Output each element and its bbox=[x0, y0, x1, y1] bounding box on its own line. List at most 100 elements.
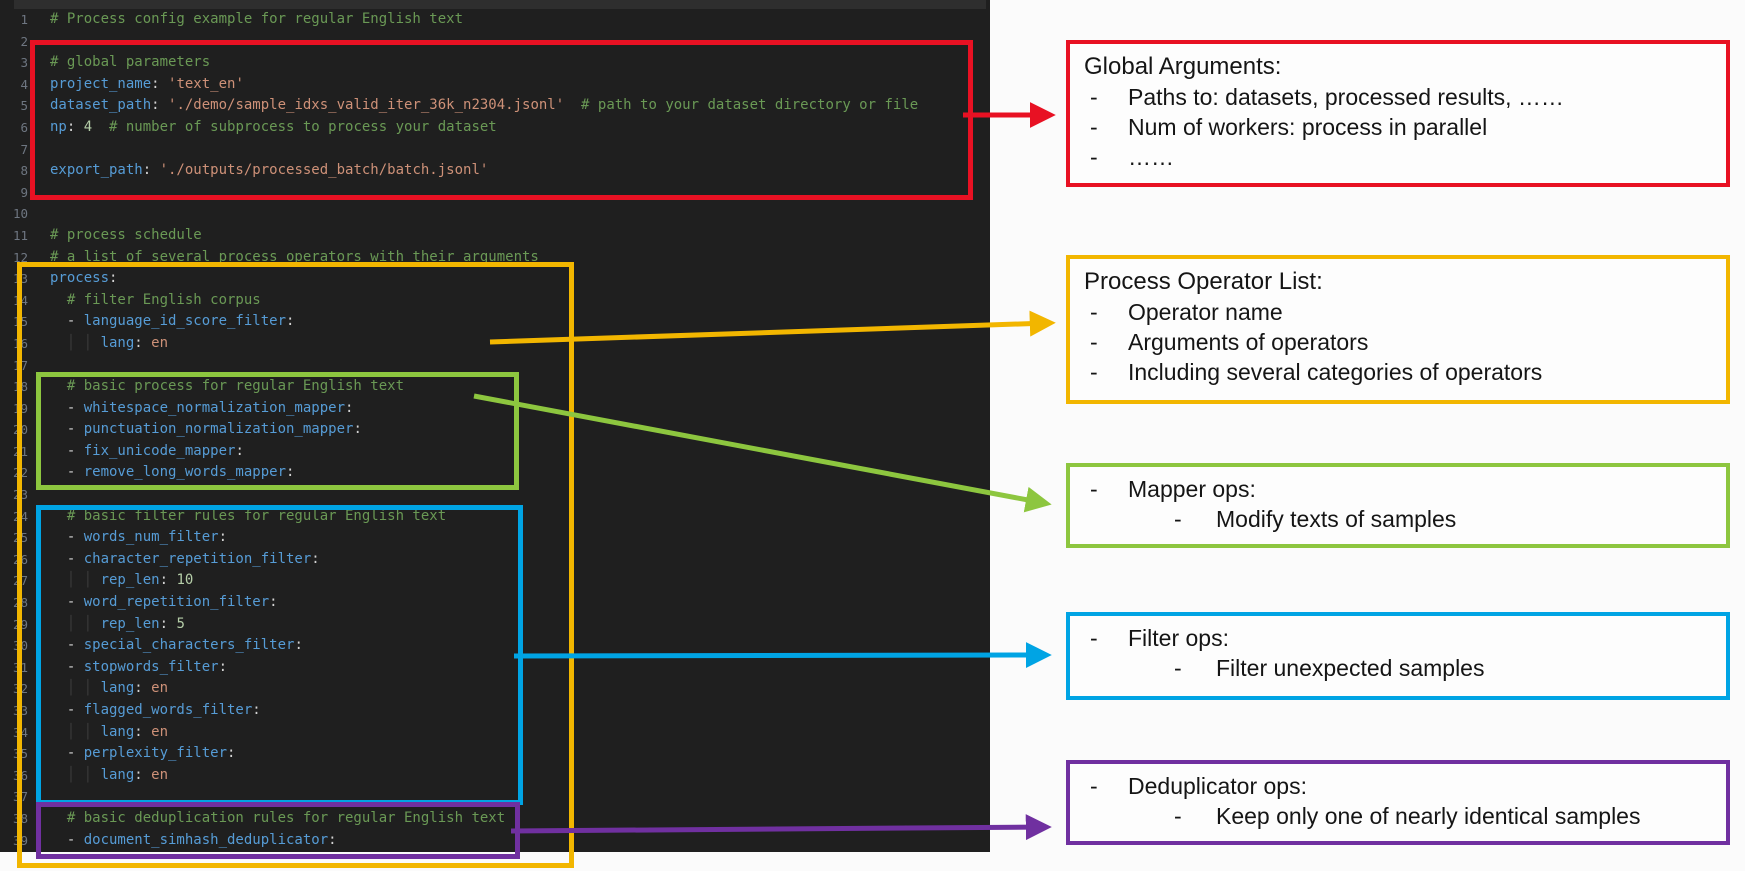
code-line[interactable]: 35 - perplexity_filter: bbox=[0, 743, 990, 765]
code-line[interactable]: 20 - punctuation_normalization_mapper: bbox=[0, 419, 990, 441]
bullet-dash: - bbox=[1090, 329, 1098, 355]
annotation-bullet: -Filter ops: bbox=[1084, 623, 1712, 653]
annotation-box-mapper-ops: -Mapper ops:-Modify texts of samples bbox=[1066, 463, 1730, 548]
code-line[interactable]: 34 │ │ lang: en bbox=[0, 722, 990, 744]
code-line[interactable]: 13 process: bbox=[0, 268, 990, 290]
line-number: 22 bbox=[12, 465, 28, 481]
code-line[interactable]: 30 - special_characters_filter: bbox=[0, 635, 990, 657]
code-line-content: │ │ rep_len: 5 bbox=[50, 615, 185, 632]
code-line[interactable]: 15 - language_id_score_filter: bbox=[0, 311, 990, 333]
code-line[interactable]: 32 │ │ lang: en bbox=[0, 678, 990, 700]
bullet-dash: - bbox=[1090, 359, 1098, 385]
bullet-text: Keep only one of nearly identical sample… bbox=[1216, 803, 1641, 829]
annotation-box-operator-list: Process Operator List:-Operator name-Arg… bbox=[1066, 255, 1730, 404]
line-number: 32 bbox=[12, 681, 28, 697]
annotation-bullet: -Including several categories of operato… bbox=[1084, 357, 1712, 387]
code-line[interactable]: 18 # basic process for regular English t… bbox=[0, 376, 990, 398]
annotation-bullet: - Keep only one of nearly identical sampl… bbox=[1084, 801, 1712, 831]
code-line[interactable]: 17 bbox=[0, 355, 990, 377]
code-line[interactable]: 16 │ │ lang: en bbox=[0, 333, 990, 355]
annotation-title: Global Arguments: bbox=[1084, 53, 1282, 80]
line-number: 11 bbox=[12, 227, 28, 243]
line-number: 28 bbox=[12, 595, 28, 611]
code-line[interactable]: 37 bbox=[0, 786, 990, 808]
line-number: 3 bbox=[20, 55, 28, 71]
line-number: 12 bbox=[12, 249, 28, 265]
code-line-content: # filter English corpus bbox=[66, 291, 261, 308]
code-line[interactable]: 36 │ │ lang: en bbox=[0, 765, 990, 787]
code-line[interactable]: 12 # a list of several process operators … bbox=[0, 247, 990, 269]
code-line[interactable]: 11 # process schedule bbox=[0, 225, 990, 247]
code-line[interactable]: 31 - stopwords_filter: bbox=[0, 657, 990, 679]
line-number: 15 bbox=[12, 314, 28, 330]
bullet-text: Mapper ops: bbox=[1128, 476, 1256, 502]
line-number: 23 bbox=[12, 487, 28, 503]
code-line[interactable]: 24 # basic filter rules for regular Engl… bbox=[0, 506, 990, 528]
code-line-content: process: bbox=[50, 270, 118, 287]
code-line[interactable]: 7 bbox=[0, 139, 990, 161]
line-number: 13 bbox=[12, 271, 28, 287]
bullet-dash: - bbox=[1174, 803, 1182, 829]
code-line-content: - document_simhash_deduplicator: bbox=[50, 831, 337, 848]
line-number: 8 bbox=[20, 163, 28, 179]
line-number: 25 bbox=[12, 530, 28, 546]
code-line[interactable]: 10 bbox=[0, 203, 990, 225]
line-number: 38 bbox=[12, 810, 28, 826]
bullet-dash: - bbox=[1174, 655, 1182, 681]
line-number: 10 bbox=[12, 206, 28, 222]
line-number: 37 bbox=[12, 789, 28, 805]
code-line-content: # process schedule bbox=[50, 226, 202, 243]
code-line[interactable]: 21 - fix_unicode_mapper: bbox=[0, 441, 990, 463]
code-line[interactable]: 29 │ │ rep_len: 5 bbox=[0, 614, 990, 636]
line-number: 6 bbox=[20, 119, 28, 135]
code-line[interactable]: 1# Process config example for regular En… bbox=[0, 9, 990, 31]
code-line[interactable]: 23 bbox=[0, 484, 990, 506]
editor-top-strip bbox=[14, 0, 986, 9]
code-line[interactable]: 3 # global parameters bbox=[0, 52, 990, 74]
line-number: 31 bbox=[12, 659, 28, 675]
bullet-text: Paths to: datasets, processed results, …… bbox=[1128, 84, 1564, 110]
code-line[interactable]: 9 bbox=[0, 182, 990, 204]
code-line[interactable]: 25 - words_num_filter: bbox=[0, 527, 990, 549]
annotation-bullet: - Operator name bbox=[1084, 297, 1712, 327]
bullet-dash: - bbox=[1090, 476, 1098, 502]
bullet-text: Modify texts of samples bbox=[1216, 506, 1457, 532]
code-line[interactable]: 14 # filter English corpus bbox=[0, 290, 990, 312]
code-line[interactable]: 27 │ │ rep_len: 10 bbox=[0, 570, 990, 592]
code-line-content: │ │ lang: en bbox=[50, 766, 169, 783]
code-line[interactable]: 38 # basic deduplication rules for regul… bbox=[0, 808, 990, 830]
code-line-content: │ │ lang: en bbox=[50, 723, 169, 740]
code-line-content: - perplexity_filter: bbox=[50, 745, 236, 762]
code-line[interactable]: 28 - word_repetition_filter: bbox=[0, 592, 990, 614]
line-number: 36 bbox=[12, 767, 28, 783]
bullet-text: Operator name bbox=[1128, 299, 1283, 325]
code-line-content: - punctuation_normalization_mapper: bbox=[50, 421, 362, 438]
code-line[interactable]: 22 - remove_long_words_mapper: bbox=[0, 462, 990, 484]
code-line-content: # global parameters bbox=[50, 54, 211, 71]
code-editor-panel[interactable]: 1# Process config example for regular En… bbox=[0, 0, 990, 852]
bullet-dash: - bbox=[1090, 144, 1098, 170]
code-line[interactable]: 2 bbox=[0, 31, 990, 53]
code-line-content: - words_num_filter: bbox=[50, 529, 228, 546]
code-line[interactable]: 39 - document_simhash_deduplicator: bbox=[0, 830, 990, 852]
bullet-dash: - bbox=[1090, 299, 1098, 325]
code-line[interactable]: 19 - whitespace_normalization_mapper: bbox=[0, 398, 990, 420]
code-line[interactable]: 26 - character_repetition_filter: bbox=[0, 549, 990, 571]
annotation-box-global-arguments: Global Arguments: - Paths to: datasets, pr… bbox=[1066, 40, 1730, 187]
code-line-content: # a list of several process operators wi… bbox=[50, 248, 539, 265]
annotation-box-deduplicator-ops: - Deduplicator ops:- Keep only one of near… bbox=[1066, 760, 1730, 845]
code-line[interactable]: 33 - flagged_words_filter: bbox=[0, 700, 990, 722]
code-line-content: - whitespace_normalization_mapper: bbox=[50, 399, 354, 416]
line-number: 30 bbox=[12, 638, 28, 654]
line-number: 20 bbox=[12, 422, 28, 438]
code-lines[interactable]: 1# Process config example for regular En… bbox=[0, 9, 990, 851]
annotation-title: Process Operator List: bbox=[1084, 268, 1323, 295]
line-number: 1 bbox=[20, 12, 28, 27]
bullet-dash: - bbox=[1090, 625, 1098, 651]
bullet-text: Deduplicator ops: bbox=[1128, 773, 1307, 799]
code-line-content: - flagged_words_filter: bbox=[50, 702, 261, 718]
